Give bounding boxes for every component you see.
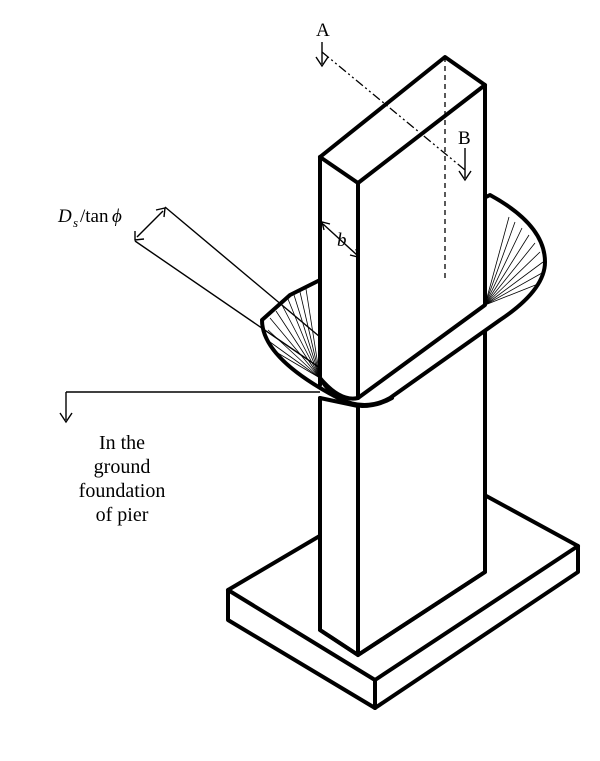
section-b-label: B <box>458 128 471 149</box>
note-line-3: foundation <box>78 480 166 502</box>
svg-text:s: s <box>73 215 78 230</box>
dim-ds <box>134 206 321 369</box>
svg-text:/tan: /tan <box>80 206 109 227</box>
svg-text:ϕ: ϕ <box>112 206 122 227</box>
ground-foundation-note: In the ground foundation of pier <box>62 431 182 527</box>
dim-b-label: b <box>337 230 347 251</box>
dim-b <box>321 221 359 258</box>
right-fan <box>484 216 544 306</box>
section-a-label: A <box>316 20 330 41</box>
section-line-ab <box>315 42 472 182</box>
note-line-2: ground <box>93 456 151 478</box>
svg-text:D: D <box>57 206 72 227</box>
note-line-4: of pier <box>95 504 149 526</box>
ground-leader <box>59 391 320 424</box>
dim-ds-label: D s /tan ϕ <box>57 206 122 230</box>
note-line-1: In the <box>98 432 146 454</box>
